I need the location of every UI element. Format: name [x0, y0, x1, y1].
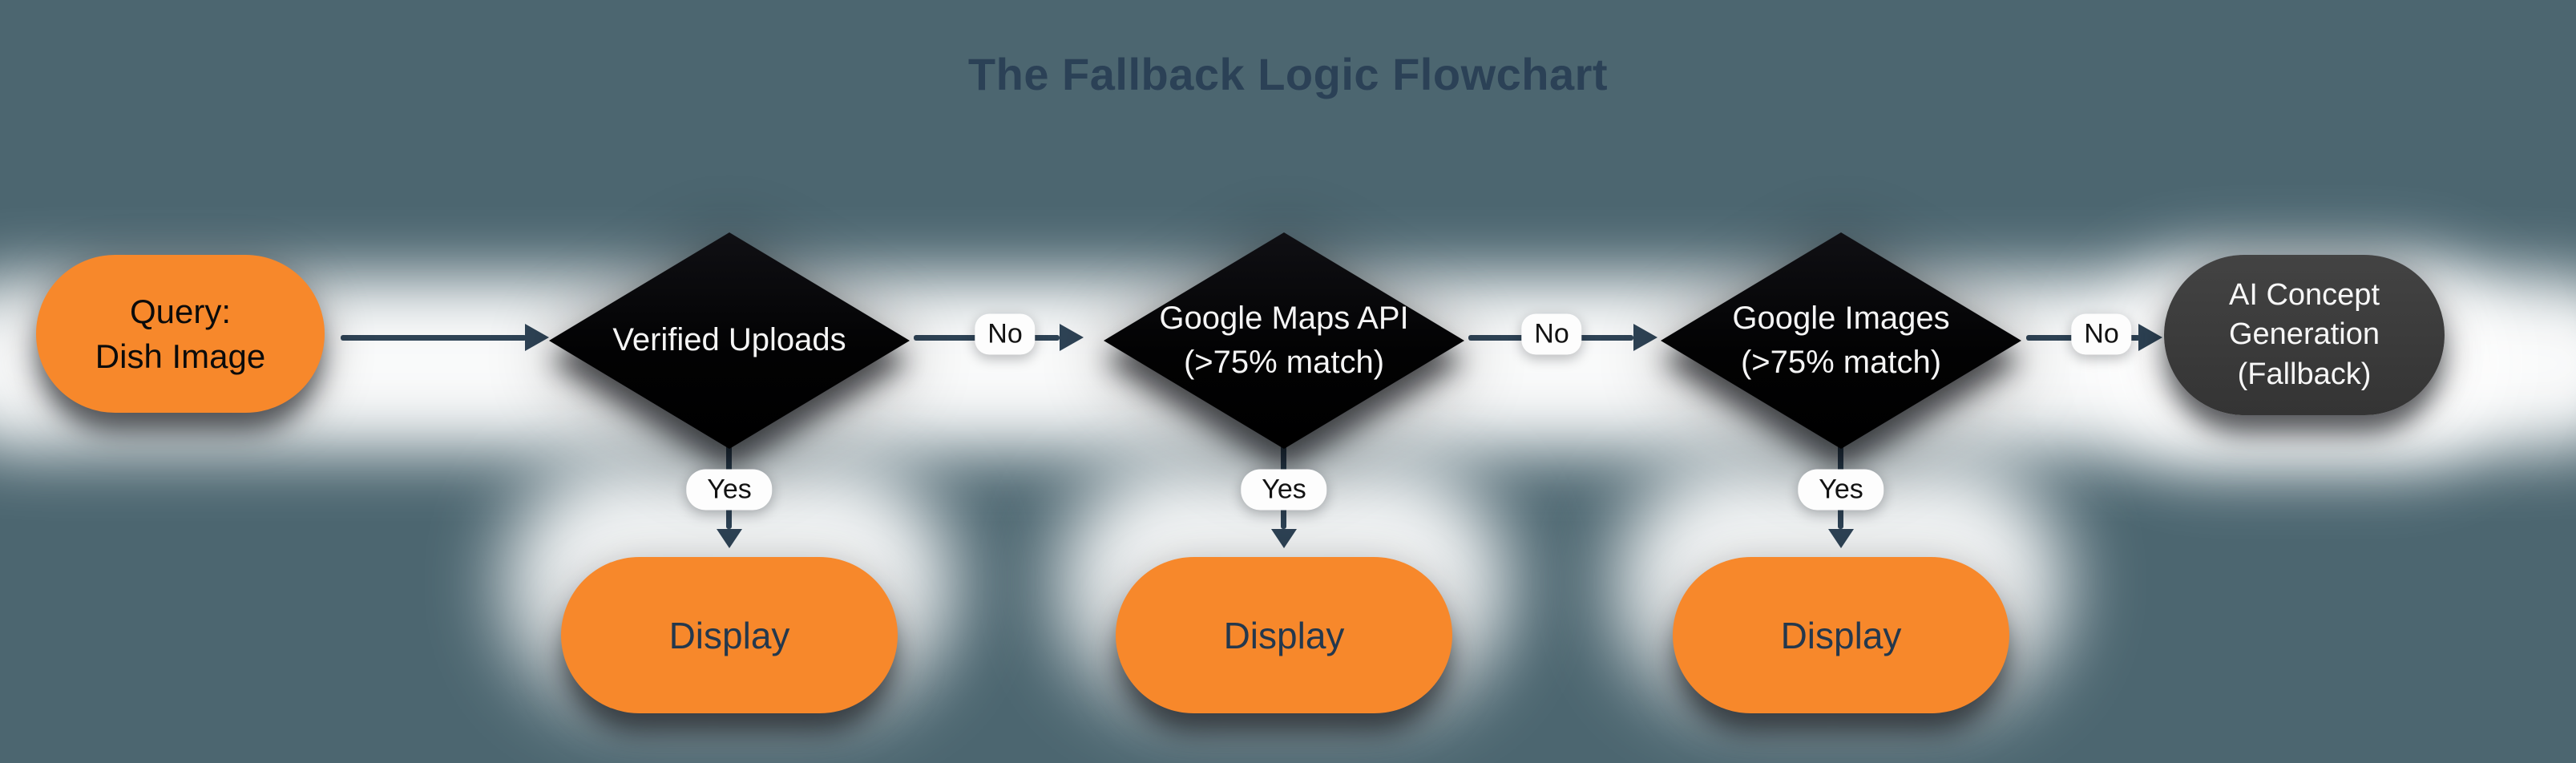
arrowhead-down-icon	[1828, 529, 1854, 548]
edge-label-no-3: No	[2071, 313, 2132, 355]
arrowhead-right-icon	[1060, 324, 1084, 351]
node-query-dish-image: Query: Dish Image	[36, 255, 325, 413]
arrowhead-right-icon	[525, 324, 549, 351]
node-display-3: Display	[1673, 557, 2009, 713]
node-display-2-label: Display	[1223, 614, 1345, 656]
edge-label-no-1: No	[975, 313, 1036, 355]
arrow-query-to-verified	[341, 335, 527, 341]
decision-google-images-shape: Google Images (>75% match)	[1661, 232, 2021, 449]
node-display-3-label: Display	[1780, 614, 1902, 656]
edge-label-yes-2: Yes	[1241, 469, 1327, 511]
node-display-1-label: Display	[668, 614, 790, 656]
edge-label-no-2: No	[1521, 313, 1582, 355]
node-ai-concept-generation: AI Concept Generation (Fallback)	[2164, 255, 2445, 415]
decision-google-maps-line2: (>75% match)	[1183, 345, 1385, 380]
edge-label-yes-1: Yes	[686, 469, 773, 511]
decision-verified-uploads-label: Verified Uploads	[612, 322, 846, 358]
decision-google-maps-api-shape: Google Maps API (>75% match)	[1104, 232, 1464, 449]
arrowhead-down-icon	[1271, 529, 1297, 548]
decision-verified-uploads-shape: Verified Uploads	[549, 232, 910, 449]
arrowhead-right-icon	[1633, 324, 1657, 351]
arrowhead-down-icon	[717, 529, 742, 548]
node-query-line1: Query:	[129, 293, 232, 331]
arrowhead-right-icon	[2138, 324, 2162, 351]
node-ai-line2: Generation	[2228, 317, 2380, 352]
edge-label-yes-3: Yes	[1798, 469, 1884, 511]
decision-verified-uploads: Verified Uploads	[549, 232, 910, 449]
decision-google-images: Google Images (>75% match)	[1661, 232, 2021, 449]
decision-google-maps-api: Google Maps API (>75% match)	[1104, 232, 1464, 449]
node-ai-line1: AI Concept	[2229, 277, 2380, 312]
node-query-line2: Dish Image	[95, 337, 266, 375]
node-display-2: Display	[1116, 557, 1452, 713]
decision-google-images-line1: Google Images	[1732, 300, 1950, 336]
node-display-1: Display	[561, 557, 898, 713]
decision-google-maps-line1: Google Maps API	[1159, 300, 1409, 336]
decision-google-images-line2: (>75% match)	[1740, 345, 1942, 380]
node-ai-line3: (Fallback)	[2237, 357, 2372, 391]
page-title: The Fallback Logic Flowchart	[967, 49, 1609, 99]
